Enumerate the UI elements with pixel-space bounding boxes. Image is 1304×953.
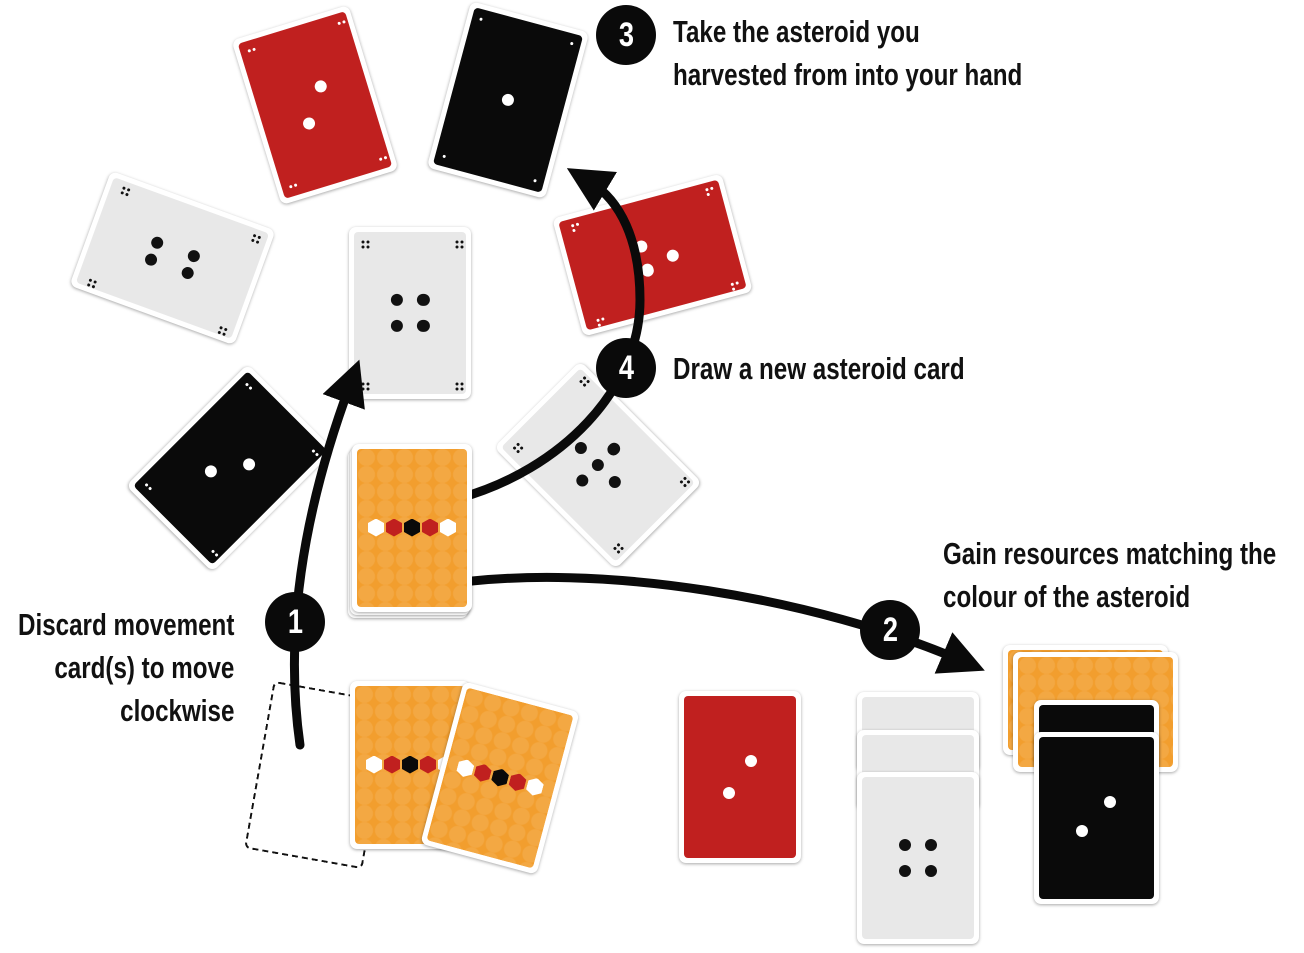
- resource-card-grey: [857, 772, 979, 944]
- corner-pip: [366, 387, 370, 391]
- movement-hex-row: [445, 755, 556, 801]
- step-2-text: Gain resources matching the colour of th…: [943, 532, 1276, 618]
- asteroid-dot: [1103, 795, 1116, 808]
- movement-hex-row: [355, 755, 465, 774]
- text-line: card(s) to move: [53, 650, 234, 685]
- corner-pip: [460, 240, 464, 244]
- step-4-text: Draw a new asteroid card: [673, 347, 965, 390]
- hex-icon: [525, 776, 545, 798]
- step-number: 3: [618, 15, 634, 54]
- corner-pip: [455, 382, 459, 386]
- hex-icon: [507, 771, 527, 793]
- asteroid-dot: [417, 319, 430, 333]
- asteroid-dot: [1076, 824, 1089, 837]
- hex-icon: [440, 518, 456, 537]
- asteroid-dot: [898, 864, 911, 877]
- step-4-badge: 4: [596, 338, 656, 398]
- step-3-badge: 3: [596, 5, 656, 65]
- corner-pip: [455, 387, 459, 391]
- asteroid-card-grey: [349, 227, 471, 399]
- asteroid-dot: [925, 864, 938, 877]
- asteroid-dot: [390, 293, 403, 307]
- movement-hex-row: [357, 518, 467, 537]
- step-number: 4: [618, 348, 634, 387]
- text-line: Take the asteroid you: [673, 14, 920, 49]
- arrow-step-1: [289, 359, 365, 750]
- hex-icon: [473, 762, 493, 784]
- hex-icon: [420, 755, 436, 774]
- corner-pip: [455, 245, 459, 249]
- hex-icon: [384, 755, 400, 774]
- asteroid-dot: [898, 839, 911, 852]
- asteroid-dot: [925, 839, 938, 852]
- movement-deck: [352, 444, 472, 612]
- corner-pip: [366, 245, 370, 249]
- step-1-badge: 1: [265, 592, 325, 652]
- arrow-step-4: [458, 168, 645, 503]
- step-3-text: Take the asteroid you harvested from int…: [673, 10, 1022, 96]
- text-line: Discard movement: [17, 607, 234, 642]
- text-line: harvested from into your hand: [673, 57, 1023, 92]
- step-2-badge: 2: [860, 600, 920, 660]
- hex-icon: [386, 518, 402, 537]
- step-number: 1: [287, 602, 303, 641]
- corner-pip: [460, 387, 464, 391]
- text-line: clockwise: [119, 693, 234, 728]
- corner-pip: [361, 240, 365, 244]
- corner-pip: [455, 240, 459, 244]
- corner-pip: [460, 245, 464, 249]
- asteroid-dot: [390, 319, 403, 333]
- hex-icon: [366, 755, 382, 774]
- corner-pip: [361, 245, 365, 249]
- step-1-text: Discard movement card(s) to move clockwi…: [18, 603, 234, 732]
- hex-icon: [404, 518, 420, 537]
- text-line: Draw a new asteroid card: [673, 351, 965, 386]
- corner-pip: [460, 382, 464, 386]
- text-line: colour of the asteroid: [943, 579, 1191, 614]
- resource-card-black: [1033, 732, 1159, 904]
- hex-icon: [422, 518, 438, 537]
- asteroid-dot: [745, 754, 758, 767]
- step-number: 2: [882, 610, 898, 649]
- hex-icon: [490, 767, 510, 789]
- hex-icon: [402, 755, 418, 774]
- hex-icon: [455, 757, 475, 779]
- asteroid-dot: [417, 293, 430, 307]
- hex-icon: [368, 518, 384, 537]
- hand-asteroid-red: [679, 691, 801, 863]
- text-line: Gain resources matching the: [943, 536, 1277, 571]
- corner-pip: [366, 382, 370, 386]
- asteroid-dot: [722, 787, 735, 800]
- corner-pip: [366, 240, 370, 244]
